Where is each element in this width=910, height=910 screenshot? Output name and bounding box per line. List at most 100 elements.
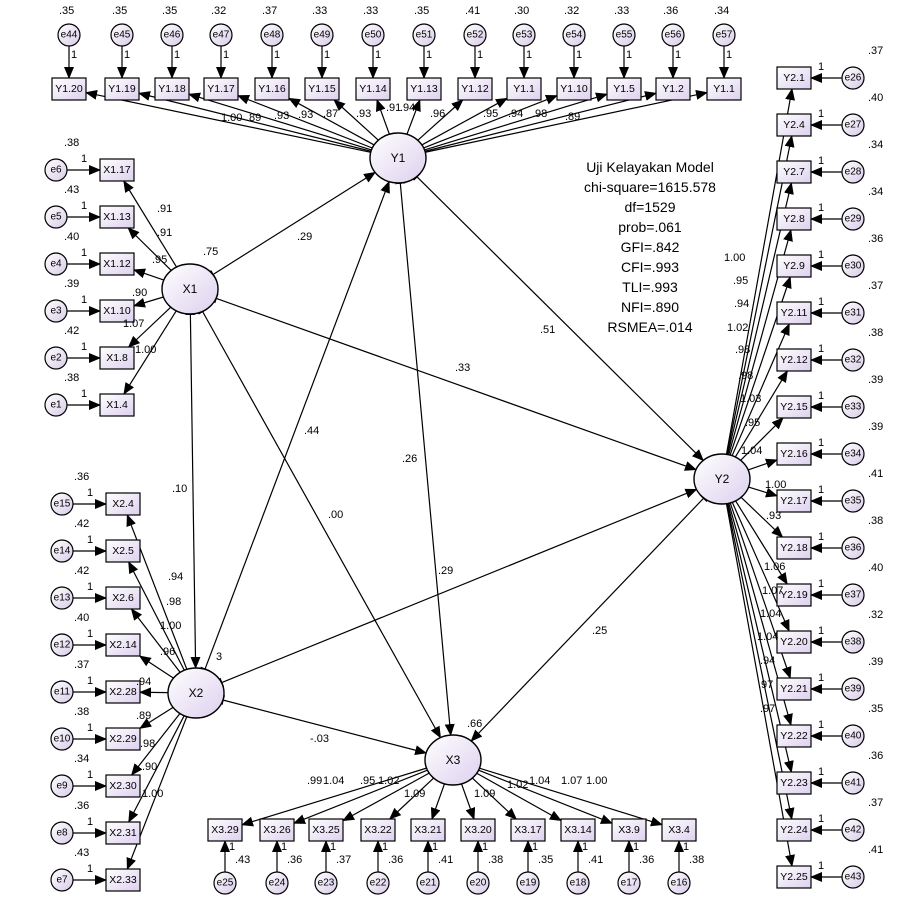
error-variance: .42	[74, 565, 89, 577]
error-label: e40	[845, 731, 862, 742]
loading-arrow	[725, 88, 796, 455]
loading-arrow	[293, 769, 428, 824]
loading-arrow	[138, 655, 174, 679]
indicator-box	[556, 77, 592, 101]
error-weight: 1	[818, 437, 824, 449]
latent-x3	[424, 734, 482, 786]
loading-label: .96	[430, 108, 445, 120]
error-label: e7	[56, 875, 68, 886]
error-weight: 1	[432, 841, 438, 853]
indicator-label: Y2.22	[780, 730, 808, 742]
loading-arrow	[127, 227, 172, 271]
error-variance: .38	[689, 854, 704, 866]
loading-arrow	[133, 296, 164, 308]
error-variance: .35	[59, 5, 74, 17]
error-circle	[512, 23, 536, 47]
fit-stat-line: NFI=.890	[621, 299, 679, 315]
loading-arrow	[123, 180, 178, 268]
indicator-box	[104, 77, 140, 101]
loading-label: .94	[760, 655, 775, 667]
loading-arrow	[740, 417, 784, 461]
indicator-box	[776, 865, 812, 889]
error-label: e3	[50, 306, 62, 317]
error-weight: 1	[81, 388, 87, 400]
latent-variance: 3	[216, 651, 222, 663]
indicator-label: X3.25	[312, 824, 340, 836]
error-circle	[841, 583, 865, 607]
error-circle	[314, 871, 338, 895]
error-label: e39	[845, 684, 862, 695]
error-weight: 1	[818, 578, 824, 590]
loading-arrow	[478, 769, 613, 824]
error-variance: .37	[868, 797, 883, 809]
indicator-label: Y2.7	[783, 166, 805, 178]
error-circle	[44, 346, 68, 370]
indicator-box	[776, 348, 812, 372]
error-weight: 1	[87, 628, 93, 640]
error-circle	[466, 871, 490, 895]
loading-arrow	[406, 99, 421, 135]
error-weight: 1	[477, 49, 483, 61]
error-variance: .41	[588, 854, 603, 866]
loading-label: 1.00	[724, 252, 745, 264]
error-weight: 1	[382, 841, 388, 853]
loading-label: .98	[738, 370, 753, 382]
error-circle	[612, 23, 636, 47]
error-variance: .36	[74, 800, 89, 812]
indicator-box	[776, 724, 812, 748]
fit-stat-line: chi-square=1615.578	[584, 179, 716, 195]
fit-stat-line: RSMEA=.014	[607, 319, 692, 335]
error-weight: 1	[375, 49, 381, 61]
loading-label: 1.00	[160, 620, 181, 632]
error-weight: 1	[818, 672, 824, 684]
loading-arrow	[417, 99, 464, 141]
error-circle	[841, 207, 865, 231]
error-circle	[841, 630, 865, 654]
indicator-label: Y2.8	[783, 213, 805, 225]
indicator-label: X2.29	[109, 733, 137, 745]
error-label: e10	[54, 734, 71, 745]
error-weight: 1	[87, 769, 93, 781]
error-weight: 1	[81, 247, 87, 259]
error-variance: .37	[868, 280, 883, 292]
indicator-box	[506, 77, 542, 101]
indicator-box	[360, 818, 396, 842]
indicator-box	[105, 680, 141, 704]
error-weight: 1	[818, 155, 824, 167]
loading-label: 1.02	[507, 779, 528, 791]
error-circle	[265, 871, 289, 895]
error-weight: 1	[818, 249, 824, 261]
error-variance: .42	[74, 518, 89, 530]
covariance-label: .25	[592, 625, 607, 637]
loading-label: .95	[733, 275, 748, 287]
indicator-box	[776, 207, 812, 231]
covariance-label: .44	[304, 425, 319, 437]
loading-label: .99	[307, 775, 322, 787]
fit-stat-line: GFI=.842	[621, 239, 680, 255]
indicator-label: Y1.13	[410, 83, 438, 95]
error-label: e50	[365, 30, 382, 41]
error-variance: .30	[514, 5, 529, 17]
loading-label: .95	[152, 254, 167, 266]
latent-x1	[161, 263, 219, 315]
error-circle	[841, 113, 865, 137]
loading-label: .97	[760, 703, 775, 715]
loading-arrow	[430, 783, 446, 820]
indicator-label: X1.10	[103, 305, 131, 317]
indicator-box	[105, 539, 141, 563]
error-label: e26	[845, 73, 862, 84]
indicator-box	[661, 818, 697, 842]
error-circle	[160, 23, 184, 47]
error-variance: .41	[868, 844, 883, 856]
error-weight: 1	[818, 625, 824, 637]
indicator-box	[776, 442, 812, 466]
error-label: e29	[845, 214, 862, 225]
indicator-label: Y1.19	[108, 83, 136, 95]
fit-stat-line: TLI=.993	[622, 279, 678, 295]
indicator-box	[655, 77, 691, 101]
error-circle	[310, 23, 334, 47]
error-label: e11	[54, 687, 70, 698]
error-label: e54	[566, 30, 583, 41]
error-circle	[566, 871, 590, 895]
error-label: e16	[671, 878, 688, 889]
